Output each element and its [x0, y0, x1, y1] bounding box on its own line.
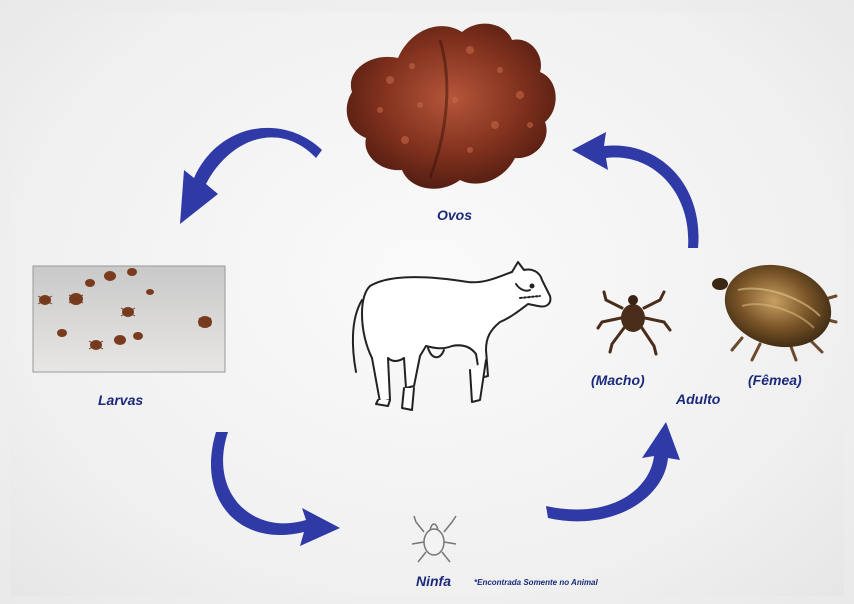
nymph-image: [412, 516, 456, 562]
label-ninfa: Ninfa: [416, 573, 451, 589]
arrow-larvas-to-ninfa: [211, 432, 340, 546]
ninfa-note: *Encontrada Somente no Animal: [474, 578, 598, 587]
larvae-image: [33, 266, 225, 372]
cow-illustration: [353, 262, 550, 410]
arrow-ovos-to-larvas: [180, 128, 322, 224]
label-macho: (Macho): [591, 372, 645, 388]
eggs-image: [347, 24, 556, 189]
arrow-adulto-to-ovos: [572, 132, 699, 248]
label-ovos: Ovos: [437, 207, 472, 223]
arrow-ninfa-to-adulto: [546, 422, 680, 521]
label-femea: (Fêmea): [748, 372, 802, 388]
male-tick-image: [598, 292, 670, 354]
female-tick-image: [712, 253, 841, 360]
label-adulto: Adulto: [676, 391, 720, 407]
label-larvas: Larvas: [98, 392, 143, 408]
